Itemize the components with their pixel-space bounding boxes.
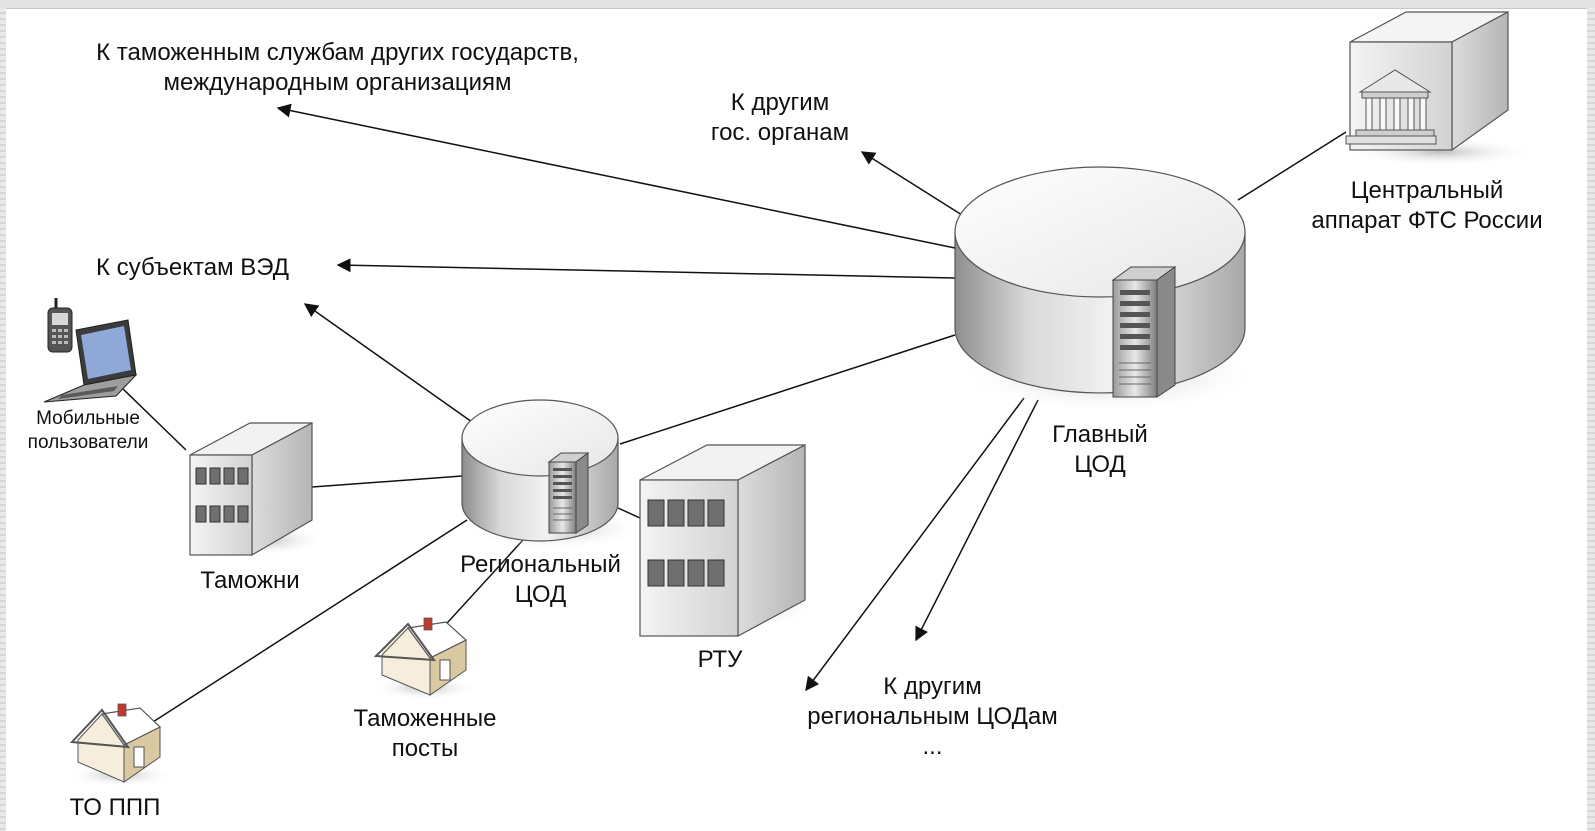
label-line: Мобильные: [36, 408, 140, 429]
window-right-border: [1587, 8, 1595, 831]
label-line: К другим: [730, 89, 830, 116]
label-line: международным организациям: [163, 69, 512, 96]
main-dc-cylinder-icon: [954, 166, 1260, 413]
link-main-to-central: [1237, 131, 1347, 201]
label-line: Таможни: [200, 567, 300, 594]
label-foreign-customs: К таможенным службам других государств, …: [30, 38, 645, 98]
arrow-to-foreign-customs: [276, 103, 956, 249]
regional-dc-server-icon: [547, 452, 590, 534]
arrow-to-other-gov: [860, 151, 963, 216]
link-customs-to-mobile: [121, 387, 187, 451]
window-left-border: [0, 8, 6, 831]
label-line: РТУ: [697, 646, 743, 673]
laptop-icon: [43, 319, 138, 403]
arrow-to-other-regional-2: [915, 399, 1039, 642]
label-line: К таможенным службам других государств,: [96, 39, 579, 66]
label-line: К субъектам ВЭД: [96, 254, 289, 281]
label-line: региональным ЦОДам: [807, 703, 1058, 730]
link-regional-to-rtu: [617, 507, 641, 519]
label-line: Таможенные: [353, 705, 497, 732]
label-line: ЦОД: [1074, 451, 1126, 478]
main-dc-server-icon: [1111, 266, 1177, 398]
mobile-phone-icon: [47, 298, 73, 353]
customs-posts-house-icon: [373, 617, 477, 700]
label-line: К другим: [883, 673, 982, 700]
label-to-ppp: ТО ППП: [50, 793, 180, 823]
label-line: пользователи: [27, 432, 149, 453]
link-regional-to-to-ppp: [141, 519, 468, 730]
window-top-border: [0, 0, 1595, 9]
columns-facade: [1345, 69, 1437, 145]
label-line: ТО ППП: [69, 794, 161, 821]
label-line: аппарат ФТС России: [1311, 207, 1543, 234]
customs-building-icon: [189, 422, 327, 557]
rtu-building-icon: [639, 444, 820, 638]
label-line: ...: [922, 733, 943, 760]
arrow-to-other-regional-1: [805, 397, 1025, 692]
label-line: ЦОД: [514, 581, 567, 608]
label-other-gov: К другим гос. органам: [690, 88, 870, 148]
link-regional-to-posts: [437, 539, 524, 634]
label-line: Региональный: [460, 551, 621, 578]
to-ppp-house-icon: [68, 703, 172, 787]
label-line: посты: [391, 735, 459, 762]
label-regional-dc: Региональный ЦОД: [438, 550, 643, 610]
label-line: Центральный: [1350, 177, 1504, 204]
label-line: гос. органам: [710, 119, 850, 146]
label-ved-subjects: К субъектам ВЭД: [60, 253, 325, 283]
label-main-dc: Главный ЦОД: [1030, 420, 1170, 480]
link-regional-to-customs: [311, 475, 463, 488]
label-rtu: РТУ: [680, 645, 760, 675]
connections: [121, 103, 1347, 730]
label-line: Главный: [1052, 421, 1148, 448]
label-customs: Таможни: [180, 566, 320, 596]
central-fts-building-icon: [1345, 10, 1535, 166]
link-main-to-regional: [619, 334, 956, 445]
arrow-to-ved-subjects: [336, 258, 956, 279]
label-customs-posts: Таможенные посты: [320, 704, 530, 764]
label-mobile-users: Мобильные пользователи: [8, 407, 168, 455]
arrow-regional-to-ved: [303, 303, 473, 423]
label-central-fts: Центральный аппарат ФТС России: [1277, 176, 1577, 236]
label-other-regional-dc: К другим региональным ЦОДам ...: [770, 672, 1095, 762]
